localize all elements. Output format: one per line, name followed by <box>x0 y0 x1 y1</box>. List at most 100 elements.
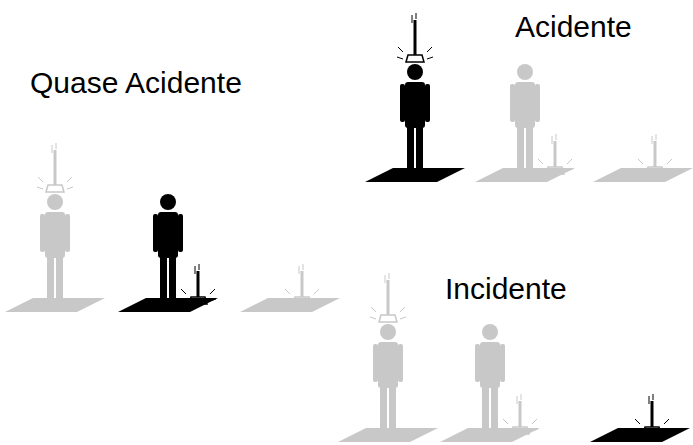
motion-line <box>556 134 557 140</box>
person-arm <box>510 84 515 122</box>
person-leg <box>416 126 423 168</box>
motion-line <box>412 15 413 23</box>
impact-line <box>314 299 320 301</box>
falling-object <box>189 297 207 304</box>
impact-line <box>503 419 508 424</box>
person-leg <box>517 126 524 168</box>
falling-object <box>46 185 64 192</box>
person-arm <box>425 84 430 122</box>
impact-line <box>370 317 376 319</box>
motion-line <box>552 136 553 144</box>
impact-line <box>210 299 216 301</box>
impact-line <box>567 159 572 164</box>
impact-line <box>180 299 186 301</box>
person-leg <box>526 126 533 168</box>
person-leg <box>389 386 396 428</box>
impact-line <box>537 169 543 171</box>
impact-line <box>181 289 186 294</box>
impact-line <box>532 419 537 424</box>
person-body <box>480 342 500 388</box>
object-stick <box>197 271 200 297</box>
person-body <box>515 82 535 128</box>
scene <box>338 273 438 442</box>
motion-line <box>652 136 653 144</box>
impact-line <box>210 289 215 294</box>
label-holder: Acidente <box>515 10 632 43</box>
impact-line <box>538 159 543 164</box>
motion-line <box>385 275 386 283</box>
falling-object <box>646 167 664 174</box>
impact-line <box>37 187 43 189</box>
impact-line <box>664 419 669 424</box>
motion-line <box>195 266 196 274</box>
label-holder: Incidente <box>445 272 567 305</box>
group-label: Acidente <box>515 10 632 43</box>
impact-line <box>635 419 640 424</box>
scene <box>440 324 540 442</box>
scene <box>365 13 465 182</box>
impact-line <box>532 429 538 431</box>
floor <box>5 298 105 312</box>
object-stick <box>519 401 522 427</box>
floor <box>118 298 218 312</box>
group-label: Quase Acidente <box>30 66 242 99</box>
scene <box>5 143 105 312</box>
object-stick <box>654 141 657 167</box>
impact-line <box>637 169 643 171</box>
impact-line <box>284 299 290 301</box>
person-leg <box>160 256 167 298</box>
impact-line <box>638 159 643 164</box>
person-body <box>45 212 65 258</box>
person-arm <box>373 344 378 382</box>
person-head <box>407 64 423 80</box>
person-body <box>378 342 398 388</box>
falling-object <box>643 427 661 434</box>
person-leg <box>380 386 387 428</box>
impact-line <box>285 289 290 294</box>
floor <box>590 428 690 442</box>
impact-line <box>398 47 403 52</box>
person-head <box>482 324 498 340</box>
object-stick <box>54 150 57 185</box>
person-leg <box>169 256 176 298</box>
object-stick <box>387 280 390 315</box>
impact-line <box>427 57 433 59</box>
impact-line <box>400 307 405 312</box>
scene <box>593 134 693 182</box>
person-head <box>160 194 176 210</box>
impact-line <box>67 177 72 182</box>
falling-object <box>379 315 397 322</box>
object-stick <box>414 20 417 55</box>
person-body <box>405 82 425 128</box>
object-stick <box>651 401 654 427</box>
motion-line <box>517 396 518 404</box>
impact-line <box>38 177 43 182</box>
scene <box>118 194 218 312</box>
motion-line <box>521 394 522 400</box>
motion-line <box>56 143 57 149</box>
person-arm <box>535 84 540 122</box>
motion-line <box>389 273 390 279</box>
impact-line <box>667 159 672 164</box>
object-stick <box>554 141 557 167</box>
person-arm <box>400 84 405 122</box>
person-arm <box>153 214 158 252</box>
floor <box>338 428 438 442</box>
motion-line <box>416 13 417 19</box>
floor <box>475 168 575 182</box>
person-arm <box>475 344 480 382</box>
motion-line <box>199 264 200 270</box>
group-label: Incidente <box>445 272 567 305</box>
person-arm <box>500 344 505 382</box>
person-arm <box>178 214 183 252</box>
motion-line <box>299 266 300 274</box>
motion-line <box>649 396 650 404</box>
object-stick <box>301 271 304 297</box>
falling-object <box>406 55 424 62</box>
motion-line <box>656 134 657 140</box>
scene <box>240 264 340 312</box>
impact-line <box>634 429 640 431</box>
motion-line <box>653 394 654 400</box>
floor <box>440 428 540 442</box>
impact-line <box>397 57 403 59</box>
